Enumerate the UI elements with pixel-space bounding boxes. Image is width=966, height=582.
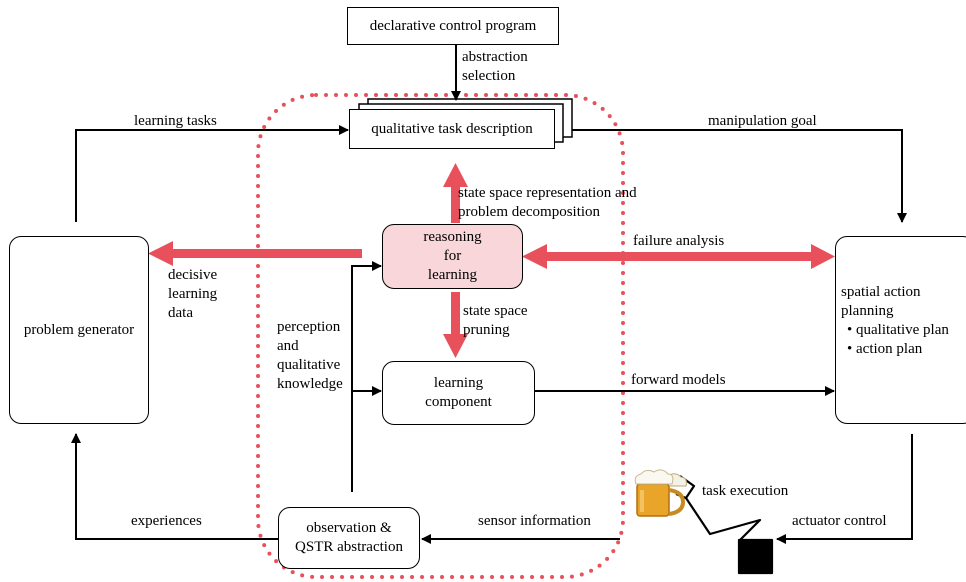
experiences-label: experiences	[131, 513, 202, 529]
failure-analysis-label: failure analysis	[633, 233, 725, 249]
perception-label: perception and qualitative knowledge	[277, 319, 343, 392]
arrow-learning-tasks	[75, 125, 349, 222]
abstraction-selection-label: abstraction selection	[462, 49, 528, 84]
spatial-action-planning-label: spatial action planning	[841, 284, 921, 319]
red-arrow-failure-analysis	[522, 244, 835, 269]
reasoning-for-learning-box: reasoning for learning	[382, 224, 523, 289]
reasoning-for-learning-label: reasoning for learning	[423, 229, 482, 283]
arrow-experiences	[71, 433, 278, 540]
learning-tasks-label: learning tasks	[134, 113, 217, 129]
beer-mug-icon	[634, 469, 687, 517]
robot-arm-icon	[675, 475, 774, 575]
task-execution-label: task execution	[702, 483, 789, 499]
problem-generator-box: problem generator	[9, 236, 149, 424]
forward-models-label: forward models	[631, 372, 726, 388]
manipulation-goal-label: manipulation goal	[708, 113, 817, 129]
actuator-control-label: actuator control	[792, 513, 887, 529]
state-space-representation-label: state space representation and problem d…	[458, 185, 637, 220]
dotted-boundary	[256, 93, 625, 579]
learning-component-label: learning component	[425, 375, 492, 410]
planning-item-qualitative: • qualitative plan	[847, 322, 949, 338]
red-arrow-state-space-pruning	[443, 292, 468, 358]
sensor-information-label: sensor information	[478, 513, 591, 529]
qualitative-task-description-box: qualitative task description	[349, 109, 555, 149]
decisive-learning-data-label: decisive learning data	[168, 267, 218, 321]
declarative-control-program-box: declarative control program	[347, 7, 559, 45]
red-arrow-state-space-representation	[443, 163, 468, 223]
arrow-perception	[351, 261, 382, 492]
learning-component-box: learning component	[382, 361, 535, 425]
spatial-action-planning-box: spatial action planning • qualitative pl…	[835, 236, 966, 424]
observation-qstr-label: observation & QSTR abstraction	[295, 520, 403, 555]
arrow-actuator-control	[776, 434, 913, 544]
declarative-control-program-label: declarative control program	[369, 17, 537, 34]
red-arrow-decisive-learning-data	[148, 241, 362, 266]
problem-generator-label: problem generator	[23, 321, 135, 338]
observation-qstr-box: observation & QSTR abstraction	[278, 507, 420, 569]
planning-item-action: • action plan	[847, 341, 923, 357]
qualitative-task-description-label: qualitative task description	[371, 120, 533, 137]
arrow-manipulation-goal	[572, 129, 907, 223]
state-space-pruning-label: state space pruning	[463, 303, 528, 338]
